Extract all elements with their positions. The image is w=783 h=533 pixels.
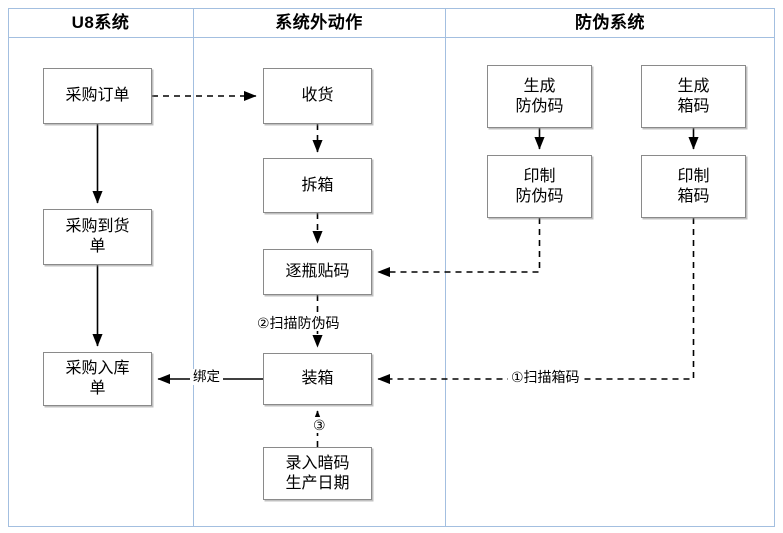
node-purchase-order[interactable]: 采购订单 [43,68,152,124]
node-generate-anti-code[interactable]: 生成 防伪码 [487,65,592,128]
swimlane-outer-border [8,8,775,527]
edge-label-scan-box-code: ①扫描箱码 [508,369,583,386]
swimlane-divider-1 [193,8,194,527]
lane-header-anti: 防伪系统 [575,13,645,32]
lane-header-u8: U8系统 [71,13,130,32]
node-packing[interactable]: 装箱 [263,353,372,405]
node-bottle-labeling[interactable]: 逐瓶贴码 [263,249,372,295]
node-unpack[interactable]: 拆箱 [263,158,372,213]
edge-label-bind: 绑定 [190,369,223,385]
lane-header-outside: 系统外动作 [275,13,363,32]
node-enter-code-date[interactable]: 录入暗码 生产日期 [263,447,372,500]
edge-label-scan-anti-code: ②扫描防伪码 [254,315,343,332]
node-print-box-code[interactable]: 印制 箱码 [641,155,746,218]
node-print-anti-code[interactable]: 印制 防伪码 [487,155,592,218]
swimlane-divider-2 [445,8,446,527]
edge-label-step-3: ③ [310,417,329,434]
swimlane-header-divider [8,37,775,38]
node-generate-box-code[interactable]: 生成 箱码 [641,65,746,128]
node-purchase-arrival[interactable]: 采购到货 单 [43,209,152,265]
node-receive-goods[interactable]: 收货 [263,68,372,124]
node-purchase-instock[interactable]: 采购入库 单 [43,352,152,406]
